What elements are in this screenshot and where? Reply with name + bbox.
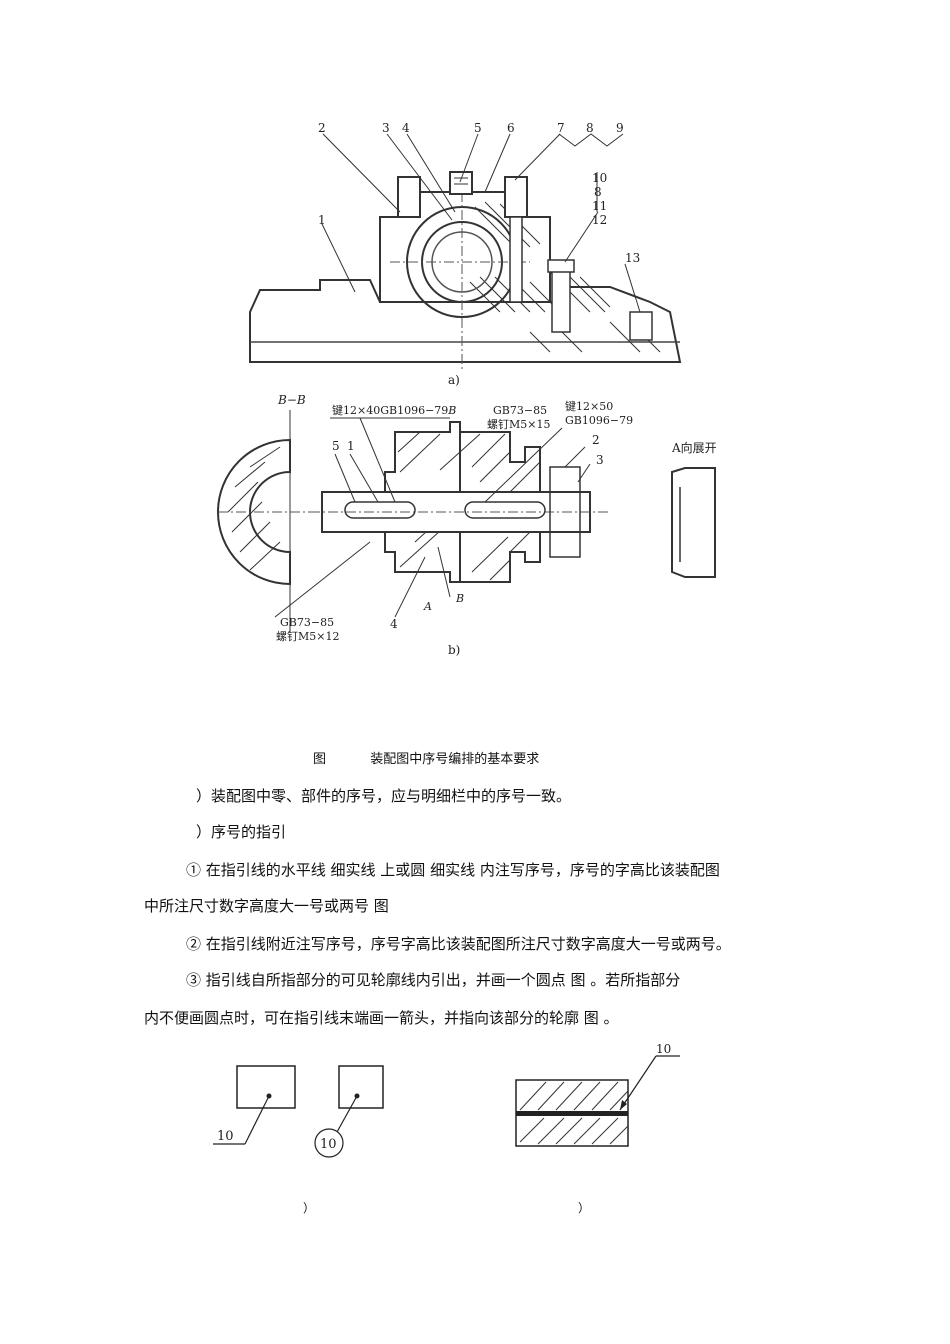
balloon-7: 7 — [557, 121, 565, 135]
balloon-8b: 8 — [594, 185, 602, 199]
screw-bot-label: 螺钉M5×12 — [276, 630, 339, 643]
part-5: 5 — [332, 439, 340, 453]
key2-label-a: 键12×50 — [565, 399, 613, 413]
balloon-12: 12 — [592, 213, 607, 227]
screw-top-std: GB73−85 — [493, 404, 547, 417]
balloon-6: 6 — [507, 121, 515, 135]
figure-b-shaft-assembly: B−B 键12×40GB1096−79B GB73−85 螺钉M5×15 — [217, 393, 717, 657]
balloon-3: 3 — [382, 121, 390, 135]
small-fig-right-label: ） — [578, 1201, 591, 1215]
part-3: 3 — [596, 453, 604, 467]
figure-a-label: a) — [448, 373, 460, 387]
arrow-b-label: B — [455, 592, 464, 605]
figure-a-bearing-assembly: 2 3 4 5 6 7 8 9 10 8 11 12 1 13 a) — [249, 121, 682, 387]
paragraph-5a: ③ 指引线自所指部分的可见轮廓线内引出，并画一个圆点 图 。若所指部分 — [186, 971, 681, 989]
view-a-title: A向展开 — [671, 440, 717, 455]
key2-label-b: GB1096−79 — [565, 414, 633, 427]
balloon-9: 9 — [616, 121, 624, 135]
part-1: 1 — [347, 439, 355, 453]
paragraph-3a: ① 在指引线的水平线 细实线 上或圆 细实线 内注写序号，序号的字高比该装配图 — [186, 861, 720, 879]
figure-leader-dot-examples: 10 10 — [213, 1065, 384, 1158]
key1-label: 键12×40GB1096−79B — [332, 403, 456, 417]
paragraph-5b: 内不便画圆点时，可在指引线末端画一箭头，并指向该部分的轮廓 图 。 — [144, 1009, 619, 1027]
right-number: 10 — [656, 1042, 671, 1056]
part-4: 4 — [390, 617, 398, 631]
balloon-5: 5 — [474, 121, 482, 135]
arrow-a-label: A — [423, 600, 432, 613]
section-label: B−B — [277, 393, 306, 407]
left-number: 10 — [217, 1129, 234, 1144]
paragraph-4: ② 在指引线附近注写序号，序号字高比该装配图所注尺寸数字高度大一号或两号。 — [186, 935, 731, 953]
screw-bot-std: GB73−85 — [280, 616, 334, 629]
balloon-2: 2 — [318, 121, 326, 135]
small-fig-left-label: ） — [303, 1201, 316, 1215]
figure-caption: 图 装配图中序号编排的基本要求 — [313, 750, 539, 770]
balloon-4: 4 — [402, 121, 410, 135]
figure-leader-arrow-example: 10 — [515, 1042, 680, 1147]
balloon-1: 1 — [318, 213, 326, 227]
caption-title: 装配图中序号编排的基本要求 — [370, 752, 540, 767]
balloon-10: 10 — [592, 171, 607, 185]
part-2: 2 — [592, 433, 600, 447]
balloon-8: 8 — [586, 121, 594, 135]
paragraph-2: ）序号的指引 — [196, 823, 287, 841]
balloon-13: 13 — [625, 251, 640, 265]
paragraph-1: ）装配图中零、部件的序号，应与明细栏中的序号一致。 — [196, 787, 572, 805]
circle-number: 10 — [320, 1137, 337, 1152]
caption-prefix: 图 — [313, 752, 327, 767]
paragraph-3b: 中所注尺寸数字高度大一号或两号 图 — [144, 897, 389, 915]
balloon-11: 11 — [592, 199, 607, 213]
screw-top-label: 螺钉M5×15 — [487, 418, 550, 431]
figure-b-label: b) — [448, 643, 460, 657]
